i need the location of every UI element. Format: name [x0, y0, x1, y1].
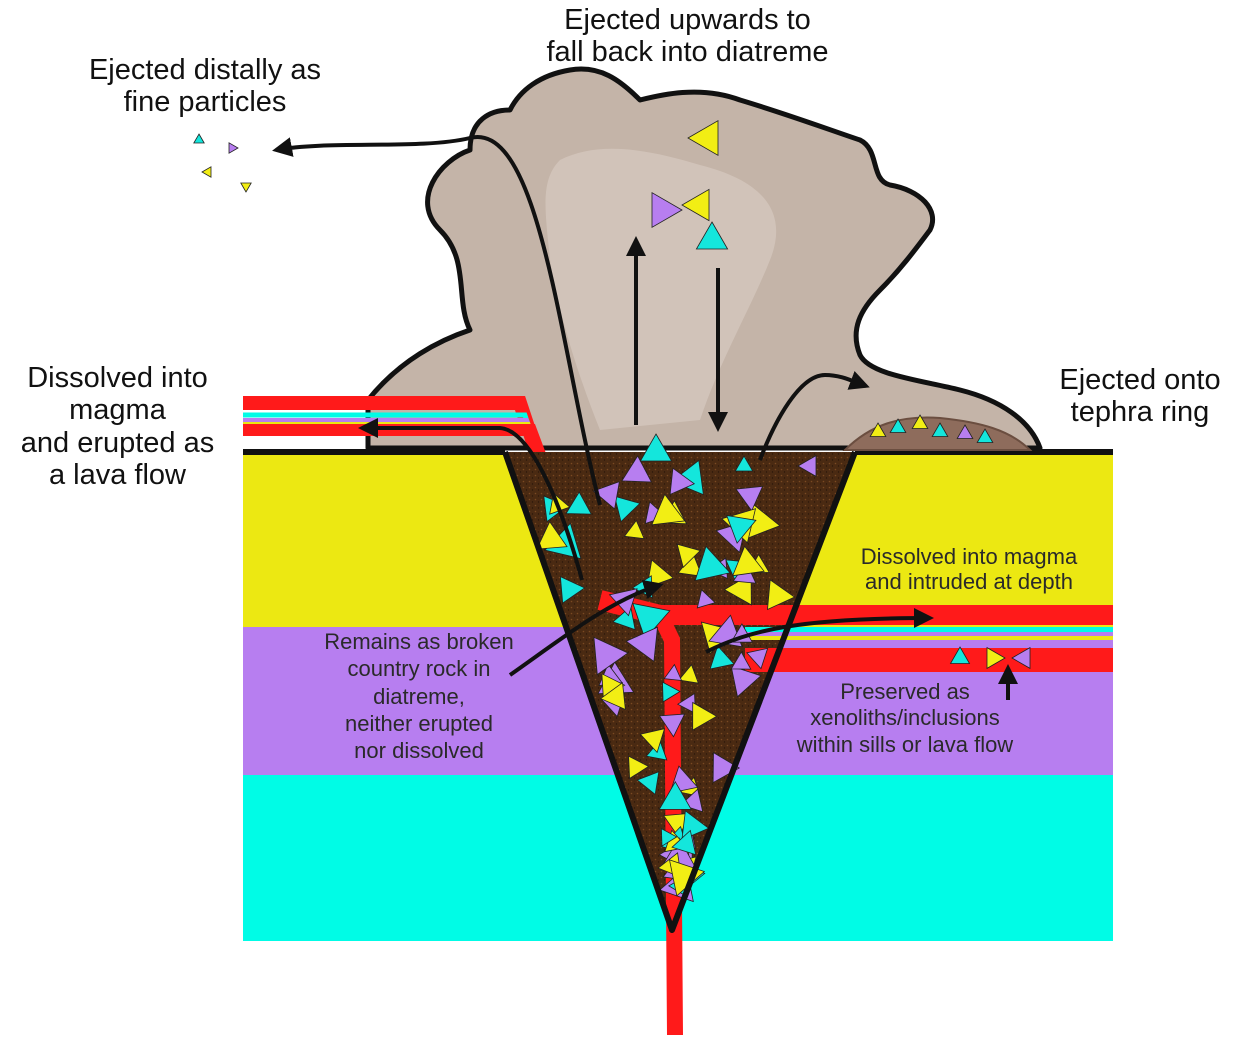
distal-particle [201, 166, 212, 178]
diatreme-clast [696, 589, 716, 609]
diatreme-clast [565, 491, 592, 515]
diatreme-clast [767, 579, 796, 611]
sill-band [745, 648, 1113, 672]
diatreme-clast [670, 459, 704, 496]
diatreme-clast [628, 755, 650, 780]
diatreme-clast [735, 485, 764, 512]
diatreme-clast [623, 519, 645, 540]
rock-clasts [193, 120, 1031, 903]
diatreme-clast [712, 751, 740, 784]
arrow-ejected-tephra [758, 371, 870, 461]
diatreme-clast [592, 480, 620, 510]
diatreme-clast [614, 495, 641, 523]
diatreme-clast [636, 771, 660, 796]
tephra-clast [976, 428, 994, 443]
cloud-clast [681, 188, 710, 222]
diatreme-clast [732, 545, 765, 577]
diatreme-clast [669, 467, 696, 496]
diatreme-clast [658, 781, 692, 810]
xenolith [949, 646, 971, 664]
xenolith [1011, 646, 1031, 670]
diatreme-clast [694, 545, 731, 582]
diatreme-clast [536, 520, 568, 550]
surface-clast [639, 433, 673, 462]
diatreme-clast [559, 575, 586, 604]
diatreme-clast [593, 636, 629, 676]
label-remains-broken: Remains as broken country rock in diatre… [324, 629, 514, 764]
distal-particle [228, 142, 239, 154]
diatreme-clast [632, 602, 671, 640]
arrow-ejected-distally [272, 135, 602, 506]
label-ejected-upwards: Ejected upwards to fall back into diatre… [546, 4, 829, 69]
diatreme-clast [658, 713, 686, 738]
diatreme-clast [730, 665, 762, 698]
cloud-clast [651, 192, 683, 228]
label-ejected-distally: Ejected distally as fine particles [88, 54, 322, 119]
diatreme-clast [678, 663, 700, 684]
tephra-clast [889, 418, 907, 433]
dyke-band [652, 611, 683, 1036]
sill-band [745, 605, 1113, 625]
diatreme-clast [651, 493, 686, 526]
diatreme-clast [625, 626, 658, 663]
tephra-clast [869, 422, 887, 437]
diatreme-clast [662, 681, 681, 703]
sill-band [745, 627, 1113, 632]
tephra-clast [911, 414, 929, 429]
diatreme-clast [746, 647, 769, 670]
surface-clast [797, 454, 817, 478]
sill-band [745, 632, 1113, 636]
diatreme-clast [726, 514, 757, 544]
diatreme-clast [676, 543, 701, 569]
distal-particle [193, 133, 205, 144]
arrow-dissolved-lava [358, 418, 584, 581]
label-ejected-tephra: Ejected onto tephra ring [1059, 364, 1221, 429]
diatreme-clast [663, 663, 683, 681]
label-dissolved-lava: Dissolved into magma and erupted as a la… [20, 362, 215, 492]
label-dissolved-intruded: Dissolved into magma and intruded at dep… [860, 544, 1078, 594]
diatreme-clast [599, 681, 626, 711]
diatreme-clast [639, 728, 666, 754]
cloud-clast [695, 221, 729, 250]
tephra-clast [931, 422, 949, 437]
xenolith [986, 646, 1006, 670]
distal-particle [240, 182, 252, 193]
diatreme-clast [621, 455, 653, 483]
process-arrows [272, 135, 1018, 700]
feeder-dyke [652, 611, 683, 1036]
diatreme-clast [660, 828, 678, 847]
sill-band [745, 636, 1113, 640]
diatreme-clast [692, 701, 718, 731]
diatreme-clast [671, 829, 697, 856]
arrow-remains-broken [508, 580, 664, 677]
diatreme-outline [502, 450, 858, 933]
arrow-dissolved-intruded [705, 608, 934, 654]
diatreme-clast [730, 651, 752, 670]
tephra-clast [956, 424, 974, 439]
cloud-clast [687, 120, 719, 156]
diatreme-clast [709, 645, 735, 670]
surface-clast [734, 455, 754, 472]
label-preserved-xenoliths: Preserved as xenoliths/inclusions within… [796, 679, 1014, 757]
